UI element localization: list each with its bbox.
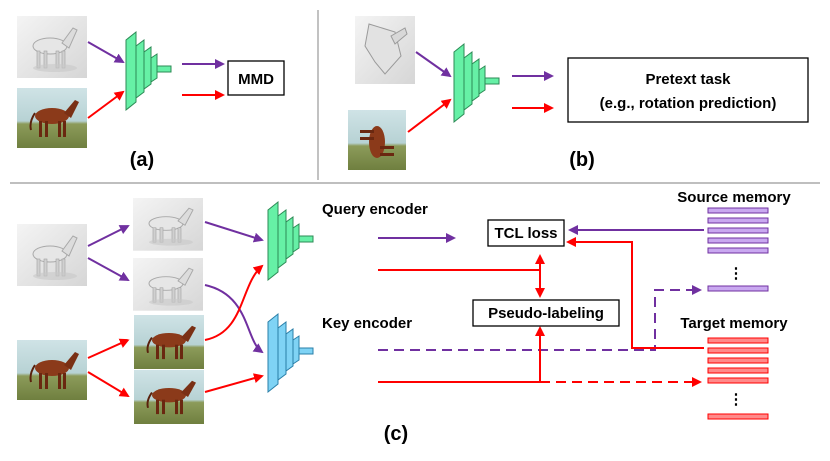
pseudo-labeling-box	[472, 299, 620, 327]
pseudo-labeling-label: Pseudo-labeling	[488, 305, 604, 322]
key-encoder-icon	[267, 313, 314, 393]
rotated-photo-image	[348, 110, 406, 170]
caption-c: (c)	[384, 423, 408, 445]
pretext-task-label: Pretext task	[645, 71, 731, 88]
tcl-loss-box	[487, 219, 565, 247]
pretext-task-box	[567, 57, 809, 123]
mmd-box	[227, 60, 285, 96]
source-memory-label: Source memory	[677, 189, 791, 206]
target-photo-input	[16, 339, 88, 401]
panel-c: Query encoder Key encoder TCL loss Pseud…	[16, 189, 791, 445]
mmd-label: MMD	[238, 71, 274, 88]
caption-a: (a)	[130, 149, 154, 171]
source-render-image	[16, 15, 88, 79]
tcl-loss-label: TCL loss	[494, 225, 557, 242]
panel-a: MMD (a)	[16, 15, 285, 171]
target-aug-view-1	[133, 314, 205, 370]
encoder-icon	[125, 31, 172, 111]
source-aug-view-2	[132, 257, 204, 312]
target-photo-image	[16, 87, 88, 149]
target-aug-view-2	[133, 369, 205, 425]
target-memory-ellipsis: ⋮	[729, 391, 744, 408]
query-encoder-label: Query encoder	[322, 201, 428, 218]
target-memory-label: Target memory	[680, 315, 788, 332]
pretext-task-example: (e.g., rotation prediction)	[600, 95, 777, 112]
source-memory-ellipsis: ⋮	[729, 265, 744, 282]
query-encoder-icon	[267, 201, 314, 281]
encoder-icon-b	[453, 43, 500, 123]
panel-b: Pretext task (e.g., rotation prediction)…	[348, 16, 809, 171]
rotated-render-image	[355, 16, 415, 84]
caption-b: (b)	[569, 149, 595, 171]
source-aug-view-1	[132, 197, 204, 252]
key-encoder-label: Key encoder	[322, 315, 412, 332]
source-render-input	[16, 223, 88, 287]
